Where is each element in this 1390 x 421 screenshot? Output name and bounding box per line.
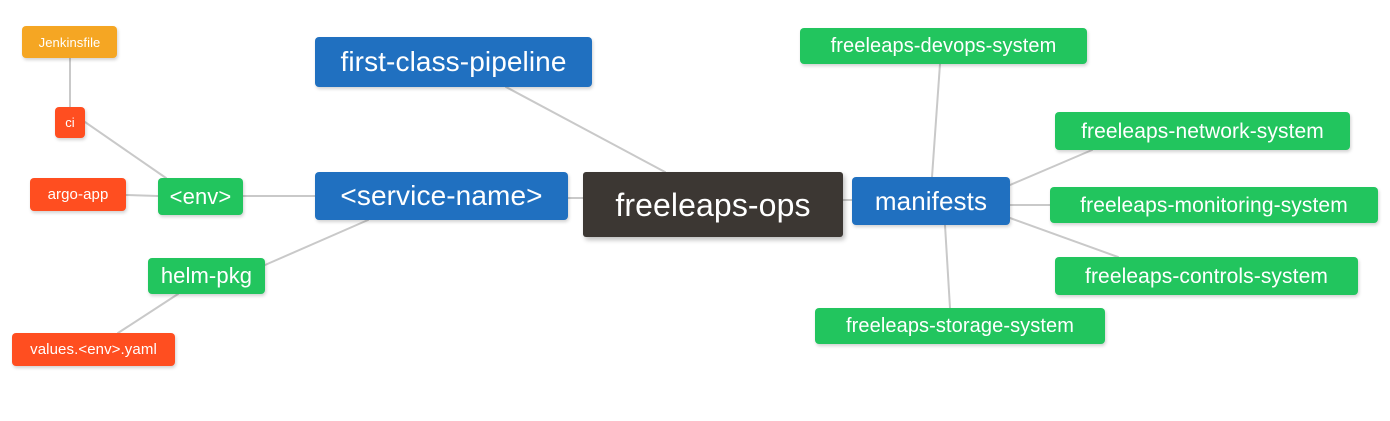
- edge-argo-app-to-env: [125, 194, 159, 197]
- edge-first-class-pipeline-to-freeleaps-ops: [505, 86, 666, 173]
- node-values-yaml[interactable]: values.<env>.yaml: [12, 333, 175, 366]
- edge-manifests-to-freeleaps-controls-system: [1009, 217, 1119, 258]
- edge-helm-pkg-to-service-name: [264, 219, 369, 266]
- edge-manifests-to-freeleaps-devops-system: [931, 63, 941, 178]
- node-manifests[interactable]: manifests: [852, 177, 1010, 225]
- node-argo-app[interactable]: argo-app: [30, 178, 126, 211]
- node-freeleaps-network-system[interactable]: freeleaps-network-system: [1055, 112, 1350, 150]
- node-label: freeleaps-storage-system: [845, 315, 1075, 337]
- node-freeleaps-controls-system[interactable]: freeleaps-controls-system: [1055, 257, 1358, 295]
- node-label: manifests: [874, 186, 988, 216]
- node-label: ci: [65, 115, 75, 130]
- node-freeleaps-monitoring-system[interactable]: freeleaps-monitoring-system: [1050, 187, 1378, 223]
- node-label: freeleaps-devops-system: [830, 35, 1057, 57]
- edge-manifests-to-freeleaps-network-system: [1009, 149, 1093, 186]
- node-env[interactable]: <env>: [158, 178, 243, 215]
- edge-manifests-to-freeleaps-storage-system: [944, 224, 951, 309]
- node-freeleaps-devops-system[interactable]: freeleaps-devops-system: [800, 28, 1087, 64]
- node-helm-pkg[interactable]: helm-pkg: [148, 258, 265, 294]
- node-label: argo-app: [47, 186, 109, 203]
- edge-ci-to-env: [84, 121, 167, 179]
- node-freeleaps-storage-system[interactable]: freeleaps-storage-system: [815, 308, 1105, 344]
- node-freeleaps-ops[interactable]: freeleaps-ops: [583, 172, 843, 237]
- node-label: Jenkinsfile: [38, 34, 101, 50]
- node-label: <env>: [169, 183, 232, 209]
- node-jenkinsfile[interactable]: Jenkinsfile: [22, 26, 117, 58]
- node-label: freeleaps-monitoring-system: [1080, 193, 1348, 217]
- node-label: <service-name>: [340, 180, 543, 211]
- node-label: freeleaps-network-system: [1081, 119, 1324, 143]
- node-label: helm-pkg: [160, 263, 253, 288]
- node-label: first-class-pipeline: [340, 46, 567, 77]
- node-service-name[interactable]: <service-name>: [315, 172, 568, 220]
- node-label: freeleaps-ops: [615, 186, 811, 223]
- node-label: values.<env>.yaml: [30, 341, 157, 358]
- node-label: freeleaps-controls-system: [1085, 264, 1328, 288]
- edge-values-yaml-to-helm-pkg: [117, 293, 179, 334]
- node-ci[interactable]: ci: [55, 107, 85, 138]
- node-first-class-pipeline[interactable]: first-class-pipeline: [315, 37, 592, 87]
